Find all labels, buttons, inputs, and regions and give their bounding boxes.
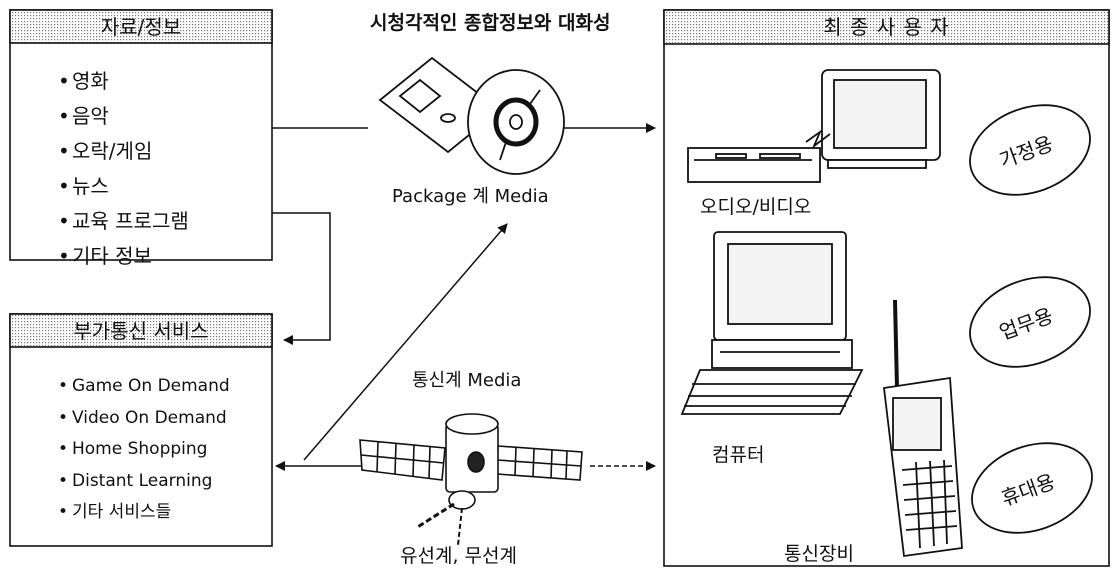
wired-wireless-label: 유선계, 무선계 xyxy=(400,545,517,567)
info-item: 기타 정보 xyxy=(58,239,189,274)
info-box-header: 자료/정보 xyxy=(100,15,182,39)
satellite-icon xyxy=(359,413,583,546)
service-item: Video On Demand xyxy=(58,403,230,435)
end-user-header: 최 종 사 용 자 xyxy=(823,15,950,39)
connectors xyxy=(272,123,656,471)
info-item: 오락/게임 xyxy=(58,134,189,169)
info-item: 교육 프로그램 xyxy=(58,204,189,239)
info-item: 음악 xyxy=(58,99,189,134)
service-to-package-arrow xyxy=(303,223,508,461)
service-item: Home Shopping xyxy=(58,434,230,466)
handheld-device-icon xyxy=(883,299,963,558)
service-item-list: Game On Demand Video On Demand Home Shop… xyxy=(58,371,230,529)
home-use-ellipse xyxy=(969,104,1091,196)
diagram-title: 시청각적인 종합정보와 대화성 xyxy=(370,12,611,34)
cd-disc-icon xyxy=(467,69,565,175)
audio-video-icon xyxy=(687,69,941,183)
info-item-list: 영화 음악 오락/게임 뉴스 교육 프로그램 기타 정보 xyxy=(58,64,189,274)
business-use-ellipse xyxy=(969,276,1091,368)
comm-device-label: 통신장비 xyxy=(784,543,854,565)
service-item: 기타 서비스들 xyxy=(58,497,230,529)
service-item: Game On Demand xyxy=(58,371,230,403)
info-item: 영화 xyxy=(58,64,189,99)
computer-label: 컴퓨터 xyxy=(712,444,765,466)
package-media-label: Package 계 Media xyxy=(392,186,549,207)
service-box-header: 부가통신 서비스 xyxy=(73,319,209,343)
service-item: Distant Learning xyxy=(58,466,230,498)
portable-use-ellipse xyxy=(971,442,1093,534)
info-item: 뉴스 xyxy=(58,169,189,204)
telecom-media-label: 통신계 Media xyxy=(412,370,522,391)
info-to-service-arrow xyxy=(272,212,331,345)
computer-icon xyxy=(680,231,864,415)
audio-video-label: 오디오/비디오 xyxy=(700,196,812,218)
use-ellipses xyxy=(969,104,1093,534)
